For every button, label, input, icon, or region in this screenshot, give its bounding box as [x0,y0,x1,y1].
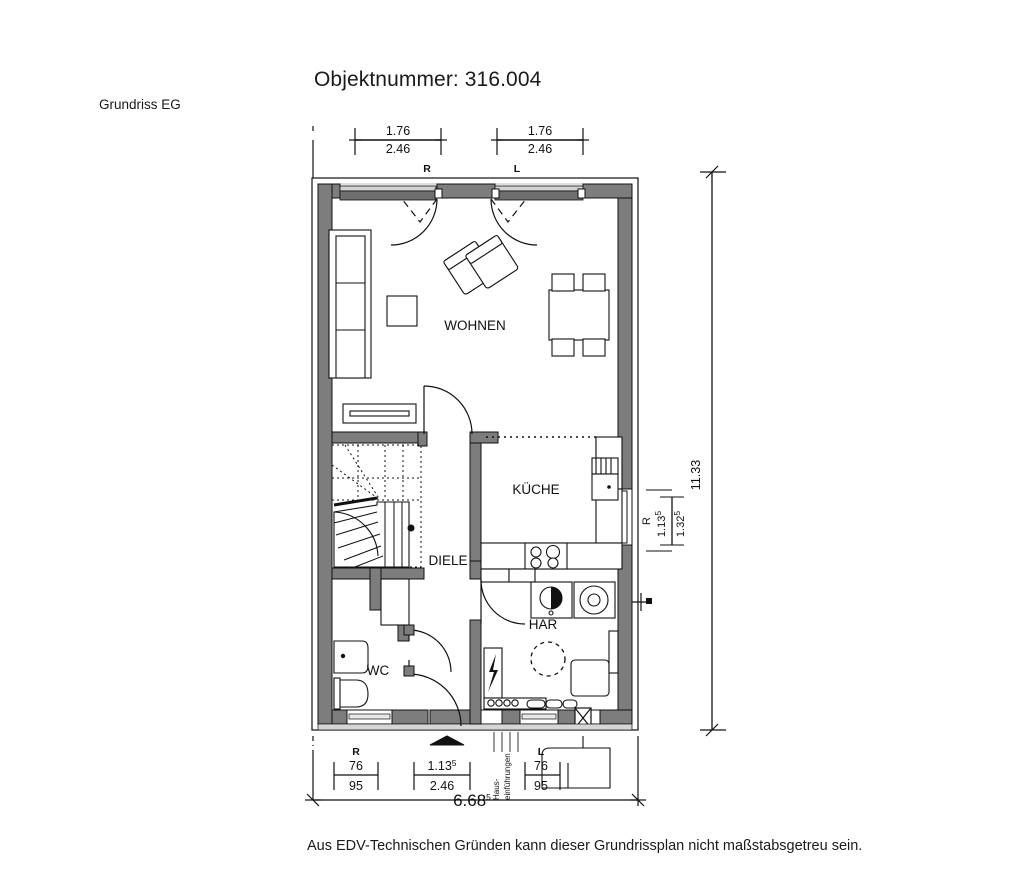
right-dimension-group [700,165,726,737]
top-glazing [339,185,586,201]
haus-einfuehrungen-line2: einführungen [503,753,512,800]
dim-right-outer: 1.325 [672,511,687,537]
kitchen-fixtures [480,436,623,583]
room-label-wc: WC [367,663,390,678]
dim-bottom-3-marker: L [538,746,545,758]
dim-bottom-1-upper: 76 [349,759,363,773]
dim-right-inner: 1.135 [653,511,668,537]
har-door-swing [480,579,526,625]
dim-bottom-3-lower: 95 [534,779,548,793]
dim-bottom-2-upper: 1.135 [427,758,456,773]
page-title: Objektnummer: 316.004 [314,68,542,91]
dim-bottom-1-lower: 95 [349,779,363,793]
plan-subtitle: Grundriss EG [99,97,181,112]
haus-einfuehrungen-hatch [493,732,519,752]
dim-top-2-lower: 2.46 [528,142,552,156]
dim-bottom-1-marker: R [352,746,360,758]
dim-top-1-lower: 2.46 [386,142,410,156]
wc-door-swings [403,624,462,727]
haus-einfuehrungen-line1: Haus- [492,778,501,800]
dim-top-2-upper: 1.76 [528,124,552,138]
dim-top-2-marker: L [514,163,521,175]
dim-top-1-marker: R [423,163,431,175]
terrace-door-swings [390,198,538,246]
wohnen-furniture [328,229,610,424]
room-label-kueche: KÜCHE [512,482,559,497]
room-label-diele: DIELE [428,553,467,568]
wall-tick-marker [632,593,652,611]
wc-fixtures [333,640,369,710]
wohnen-door-swing [423,385,473,435]
terrace-outline [541,736,611,789]
dim-right-total: 11.33 [689,460,703,490]
dim-top-1-upper: 1.76 [386,124,410,138]
har-fixtures [483,581,619,710]
right-inner-dimension-group [646,489,684,552]
diele-closet [380,578,410,626]
staircase [331,444,422,568]
top-dimension-group [312,126,589,178]
ridge-arrow-symbol [429,735,465,746]
room-label-wohnen: WOHNEN [444,318,506,333]
dim-bottom-total: 6.685 [453,791,491,810]
bottom-dimension-group [305,736,646,807]
room-label-har: HAR [529,617,558,632]
dim-bottom-2-lower: 2.46 [430,779,454,793]
dim-right-marker: R [641,517,653,525]
dim-bottom-3-upper: 76 [534,759,548,773]
har-floor-drain [530,641,566,677]
plan-footnote: Aus EDV-Technischen Gründen kann dieser … [307,838,863,854]
